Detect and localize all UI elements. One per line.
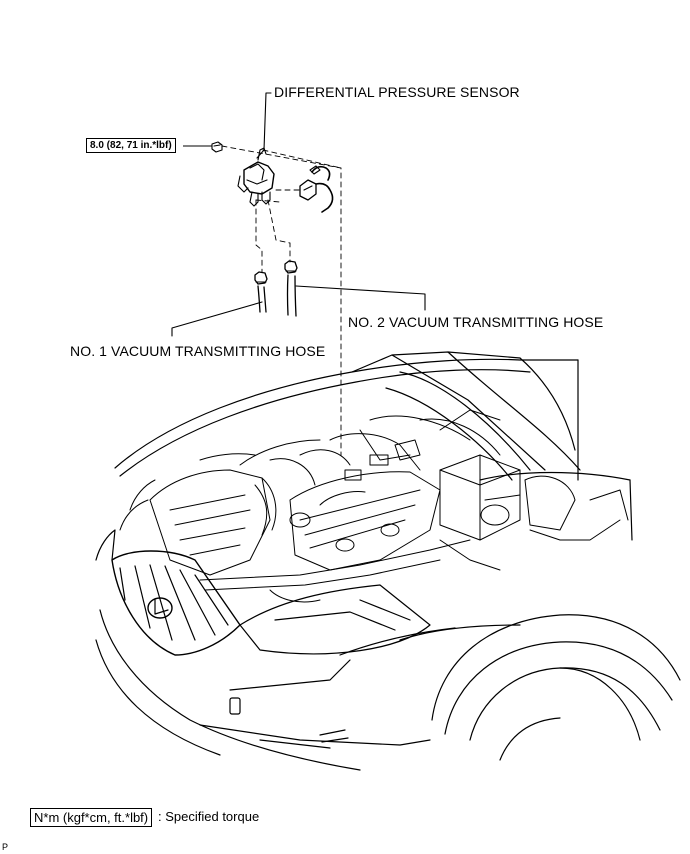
- engine-components-drawing: [119, 409, 629, 603]
- assembly-guide-lines: [221, 145, 342, 456]
- vacuum-hoses-drawing: [171, 260, 426, 337]
- label-differential-pressure-sensor: DIFFERENTIAL PRESSURE SENSOR: [274, 84, 520, 100]
- label-no1-vacuum-hose: NO. 1 VACUUM TRANSMITTING HOSE: [70, 343, 326, 359]
- torque-spec-box: 8.0 (82, 71 in.*lbf): [86, 138, 176, 153]
- corner-mark: P: [2, 842, 9, 852]
- differential-pressure-sensor-drawing: [211, 92, 334, 213]
- label-no2-vacuum-hose: NO. 2 VACUUM TRANSMITTING HOSE: [348, 314, 604, 330]
- vehicle-body-drawing: [95, 351, 681, 771]
- legend-torque-meaning: : Specified torque: [158, 809, 260, 824]
- legend-torque-unit-box: N*m (kgf*cm, ft.*lbf): [30, 808, 153, 827]
